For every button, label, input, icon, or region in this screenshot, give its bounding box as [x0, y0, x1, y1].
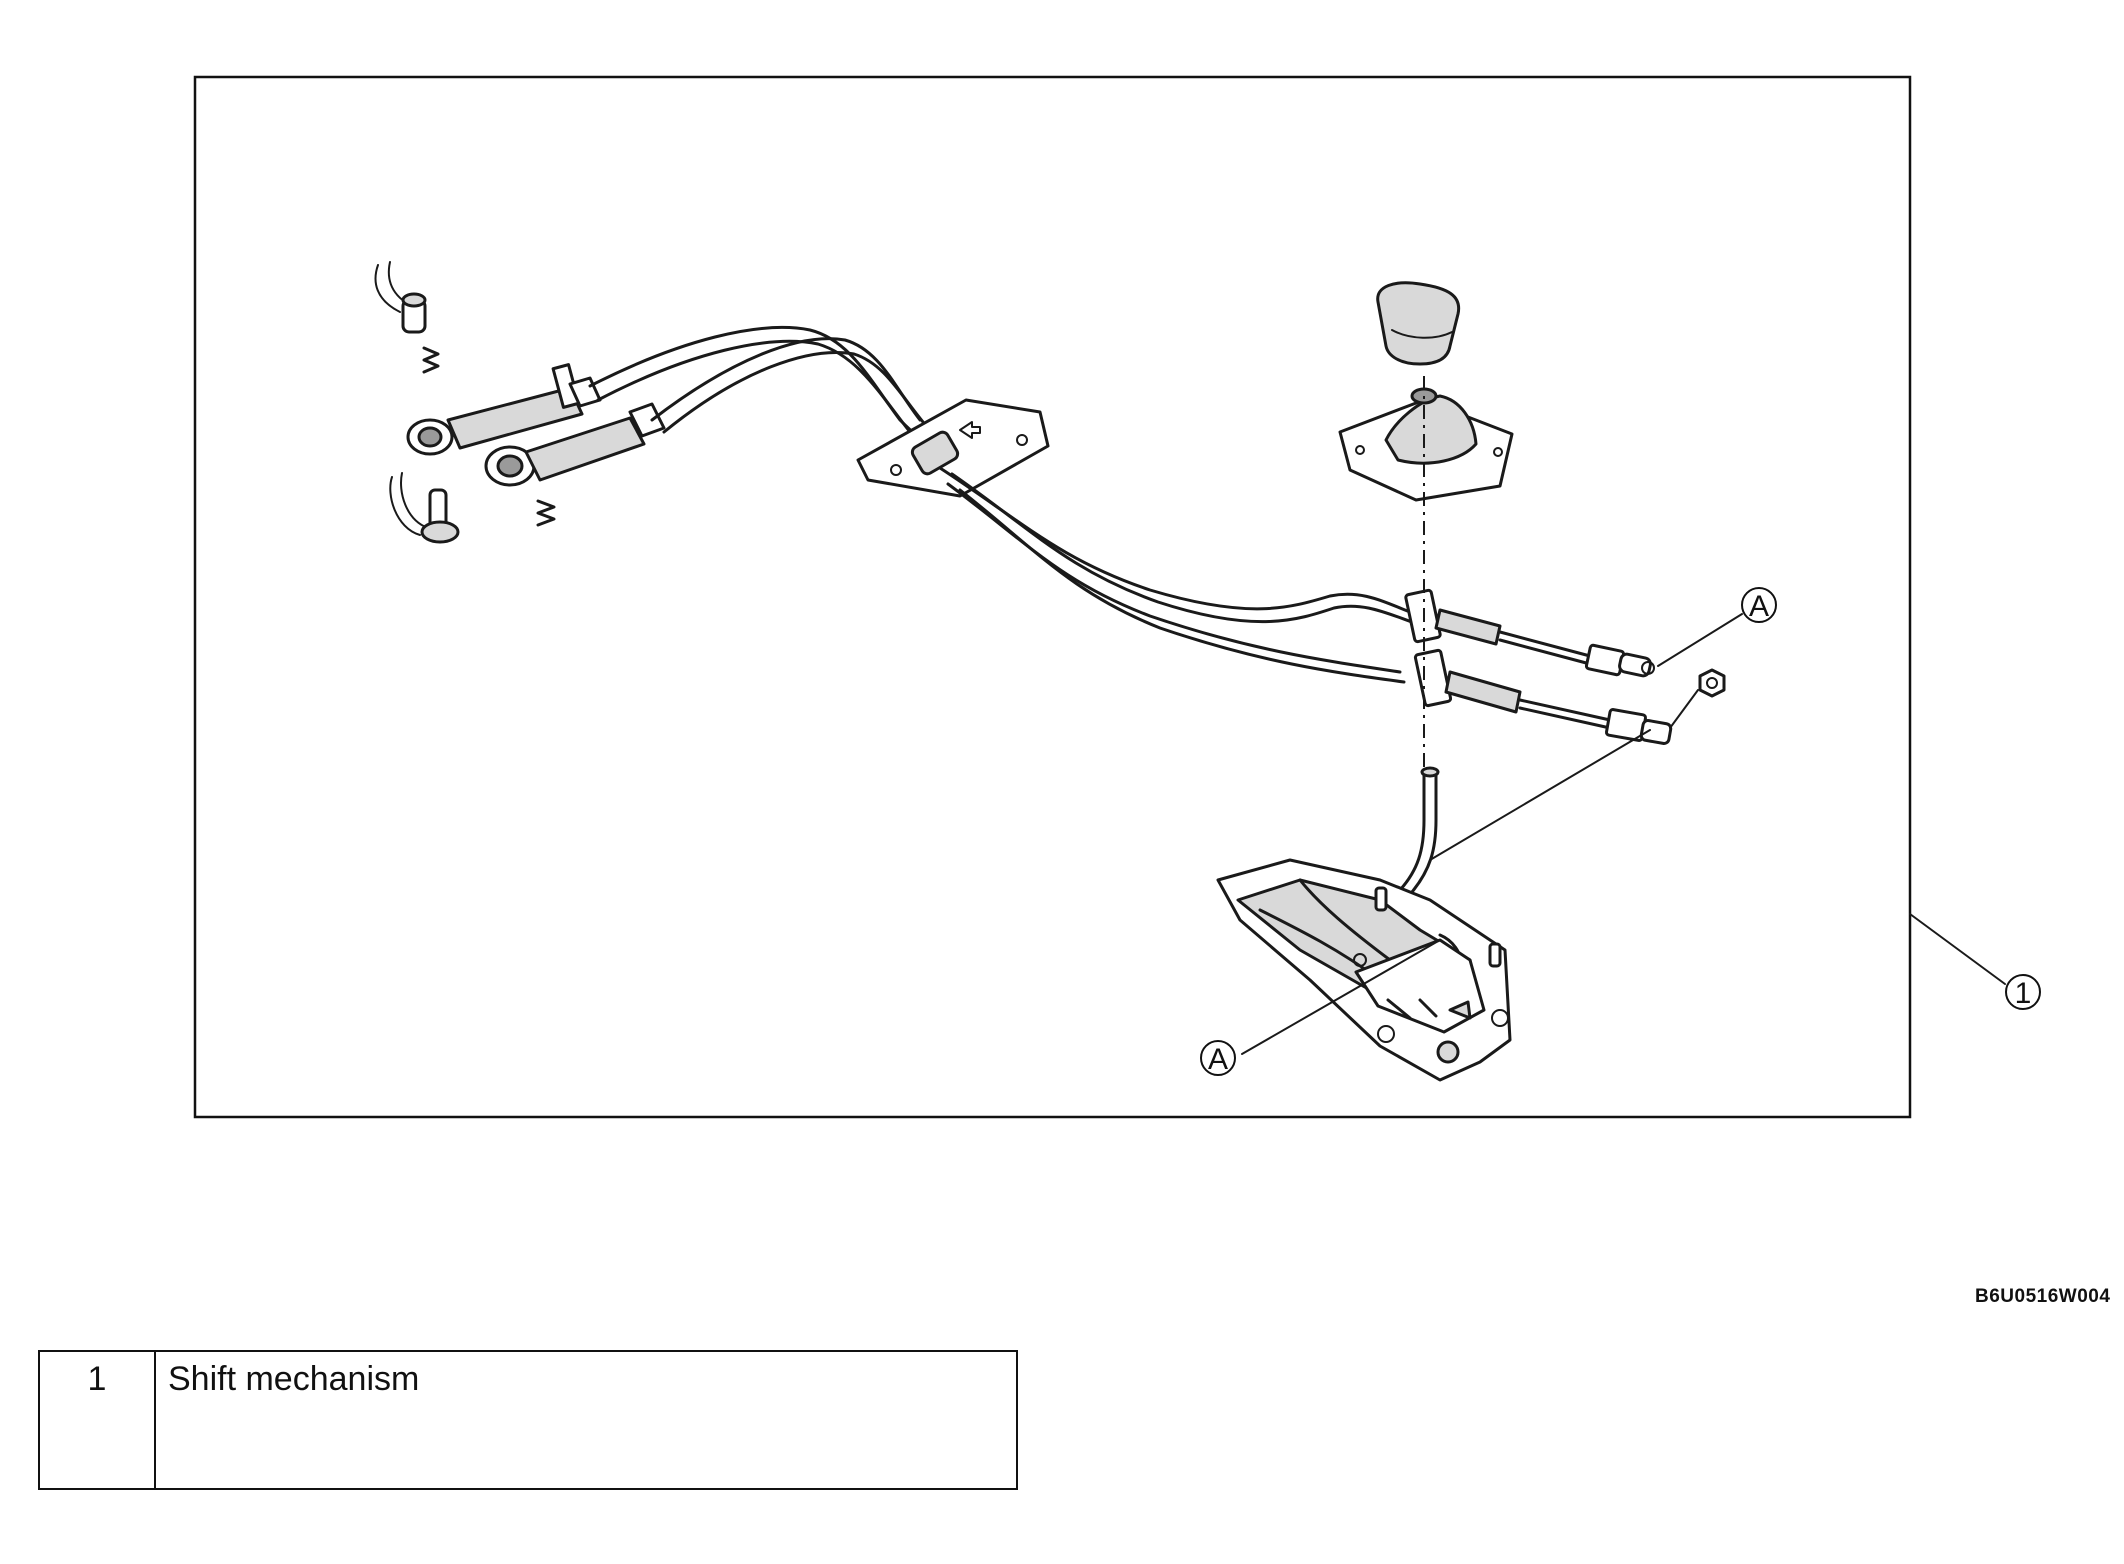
shift-knob-and-boot — [1338, 281, 1514, 502]
leader-line-upper-a — [1657, 613, 1743, 667]
callout-ref-a-lower: A — [1200, 1040, 1236, 1076]
legend-table: 1 Shift mechanism — [38, 1350, 1018, 1490]
figure-code: B6U0516W004 — [1975, 1286, 2111, 1307]
shift-cable-end — [1413, 648, 1726, 745]
leader-line-lower-a — [1241, 939, 1441, 1055]
legend-item-description: Shift mechanism — [154, 1350, 1018, 1490]
leader-line-item-1 — [1909, 913, 2006, 985]
transmission-side-cable-ends — [374, 261, 666, 544]
callout-ref-a-upper: A — [1741, 587, 1777, 623]
callout-item-1: 1 — [2005, 974, 2041, 1010]
leader-line-cable-to-base — [1429, 729, 1651, 861]
legend-item-number: 1 — [38, 1350, 156, 1490]
shift-cables — [588, 326, 1414, 684]
leader-line-nut — [1669, 689, 1699, 729]
callout-ref-a-upper-label: A — [1749, 590, 1769, 623]
callout-item-1-label: 1 — [2015, 977, 2032, 1010]
callout-ref-a-lower-label: A — [1208, 1043, 1228, 1076]
legend-row: 1 Shift mechanism — [38, 1350, 1018, 1490]
shifter-base-assembly — [1216, 766, 1512, 1082]
diagram-frame — [193, 75, 1912, 1119]
